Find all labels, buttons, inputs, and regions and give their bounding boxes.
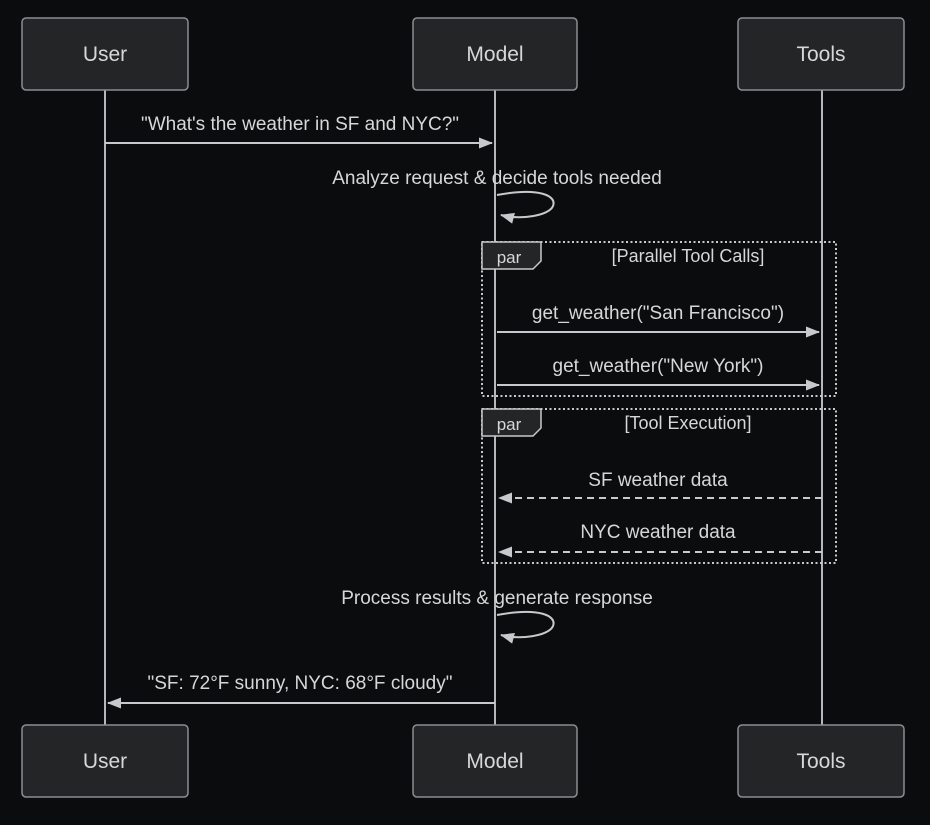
fragment-border xyxy=(481,408,837,564)
actor-label-user: User xyxy=(83,750,127,773)
fragment-label-pentagon xyxy=(481,241,542,270)
message-process-label: Process results & generate response xyxy=(341,588,653,609)
actor-model-top: Model xyxy=(412,17,578,91)
fragment-border xyxy=(481,241,837,397)
actor-box xyxy=(412,17,578,91)
par-fragment-tool-execution: par [Tool Execution] SF weather data NYC… xyxy=(481,408,837,564)
actor-user-bottom: User xyxy=(21,724,189,798)
actor-box xyxy=(21,17,189,91)
message-analyze-label: Analyze request & decide tools needed xyxy=(332,168,662,189)
message-call-sf-label: get_weather("San Francisco") xyxy=(532,303,784,324)
actor-model-bottom: Model xyxy=(412,724,578,798)
fragment-keyword: par xyxy=(497,248,522,267)
actor-label-tools: Tools xyxy=(796,43,845,66)
message-response-label: "SF: 72°F sunny, NYC: 68°F cloudy" xyxy=(147,673,452,694)
message-process-selfloop xyxy=(496,611,555,644)
message-call-nyc-label: get_weather("New York") xyxy=(553,356,764,377)
actor-user-top: User xyxy=(21,17,189,91)
par-fragment-parallel-tool-calls: par [Parallel Tool Calls] get_weather("S… xyxy=(481,241,837,397)
actor-box xyxy=(21,724,189,798)
fragment-label-pentagon xyxy=(481,408,542,437)
actor-label-model: Model xyxy=(466,750,523,773)
actor-tools-bottom: Tools xyxy=(737,724,905,798)
message-return-sf-label: SF weather data xyxy=(588,470,728,491)
message-analyze-selfloop xyxy=(496,191,555,224)
actor-label-tools: Tools xyxy=(796,750,845,773)
actor-tools-top: Tools xyxy=(737,17,905,91)
message-return-nyc-label: NYC weather data xyxy=(580,522,736,543)
fragment-title: [Parallel Tool Calls] xyxy=(612,246,765,266)
actor-box xyxy=(737,17,905,91)
message-request-label: "What's the weather in SF and NYC?" xyxy=(141,114,459,135)
fragment-title: [Tool Execution] xyxy=(624,413,751,433)
actor-box xyxy=(737,724,905,798)
actor-label-model: Model xyxy=(466,43,523,66)
actor-label-user: User xyxy=(83,43,127,66)
fragment-keyword: par xyxy=(497,415,522,434)
actor-box xyxy=(412,724,578,798)
